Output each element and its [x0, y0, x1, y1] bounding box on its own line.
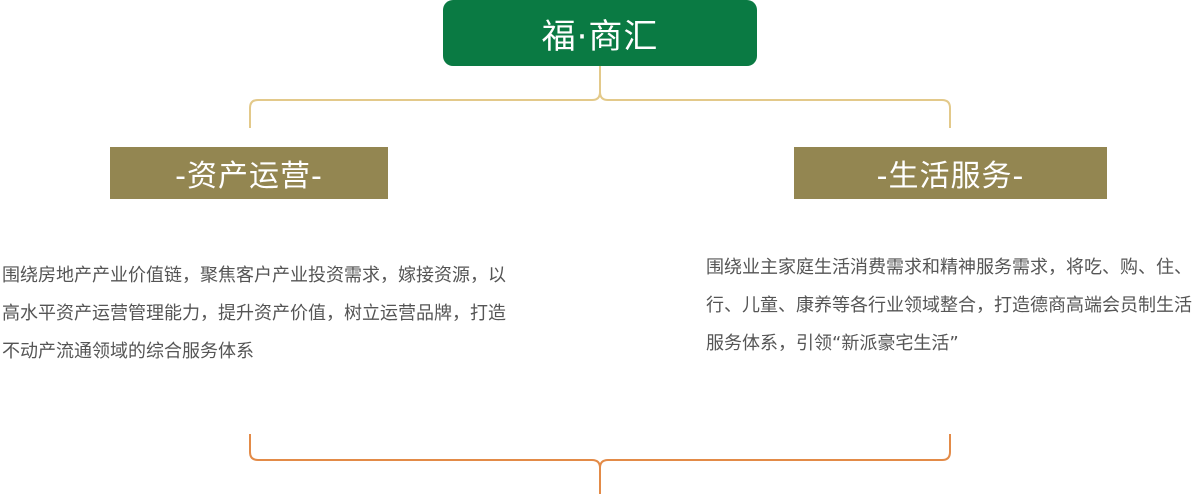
bottom-bracket	[249, 434, 951, 494]
top-bracket	[249, 66, 951, 128]
root-node-label: 福·商汇	[541, 16, 659, 57]
branch-asset-operation: -资产运营-	[110, 147, 388, 199]
root-node: 福·商汇	[443, 0, 757, 66]
branch-life-service-label: -生活服务-	[876, 159, 1025, 194]
branch-asset-operation-label: -资产运营-	[175, 159, 323, 194]
branch-life-service: -生活服务-	[794, 147, 1107, 199]
life-service-description: 围绕业主家庭生活消费需求和精神服务需求，将吃、购、住、行、儿童、康养等各行业领域…	[706, 257, 1192, 354]
asset-operation-description: 围绕房地产产业价值链，聚焦客户产业投资需求，嫁接资源，以高水平资产运营管理能力，…	[2, 265, 506, 362]
